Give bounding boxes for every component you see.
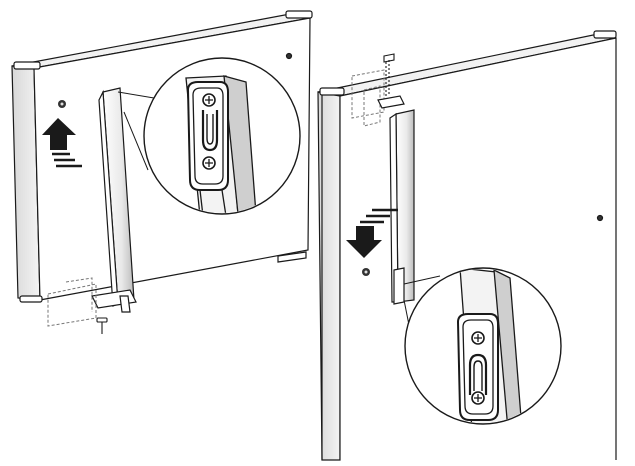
left-door-handle [91,87,137,313]
arrow-down-icon [346,208,398,258]
screw-hole [285,52,293,60]
left-door-top-cap-left [13,61,41,70]
arrow-up-icon [42,118,82,168]
screw-icon [471,391,485,405]
right-magnifier [404,267,562,425]
bottom-hinge-tab [277,251,307,263]
screw-icon [202,156,216,170]
screw-icon [383,53,395,96]
left-door-top-cap-right [285,10,313,19]
screw-icon [471,331,485,345]
right-door-handle [389,109,415,305]
top-hinge-assembly [351,53,405,127]
plug-cap-icon [362,268,370,276]
dashed-guide-box [47,277,97,327]
right-door-top-cap-right [593,30,617,39]
left-magnifier [143,57,301,215]
screw-icon [202,93,216,107]
screw-icon [96,317,108,334]
screw-hole [596,214,604,222]
right-door-top-cap-left [319,87,345,96]
plug-cap-icon [58,100,66,108]
